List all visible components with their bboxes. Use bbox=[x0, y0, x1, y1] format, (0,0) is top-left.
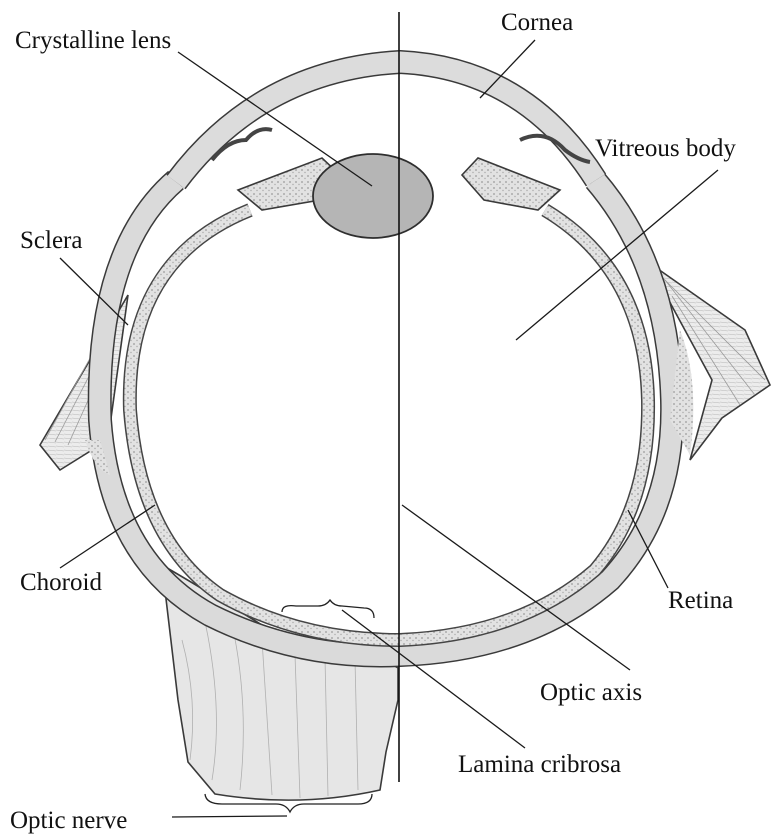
label-vitreous-body: Vitreous body bbox=[595, 135, 736, 162]
crystalline-lens bbox=[313, 154, 433, 238]
label-crystalline-lens: Crystalline lens bbox=[15, 27, 171, 54]
leader-optic-nerve bbox=[172, 816, 287, 817]
label-retina: Retina bbox=[668, 587, 733, 614]
vitreous-chamber bbox=[145, 215, 634, 628]
label-optic-nerve: Optic nerve bbox=[10, 807, 127, 834]
label-cornea: Cornea bbox=[501, 9, 573, 36]
label-optic-axis: Optic axis bbox=[540, 679, 642, 706]
label-sclera: Sclera bbox=[20, 227, 82, 254]
label-choroid: Choroid bbox=[20, 569, 102, 596]
label-lamina-cribrosa: Lamina cribrosa bbox=[458, 751, 621, 778]
